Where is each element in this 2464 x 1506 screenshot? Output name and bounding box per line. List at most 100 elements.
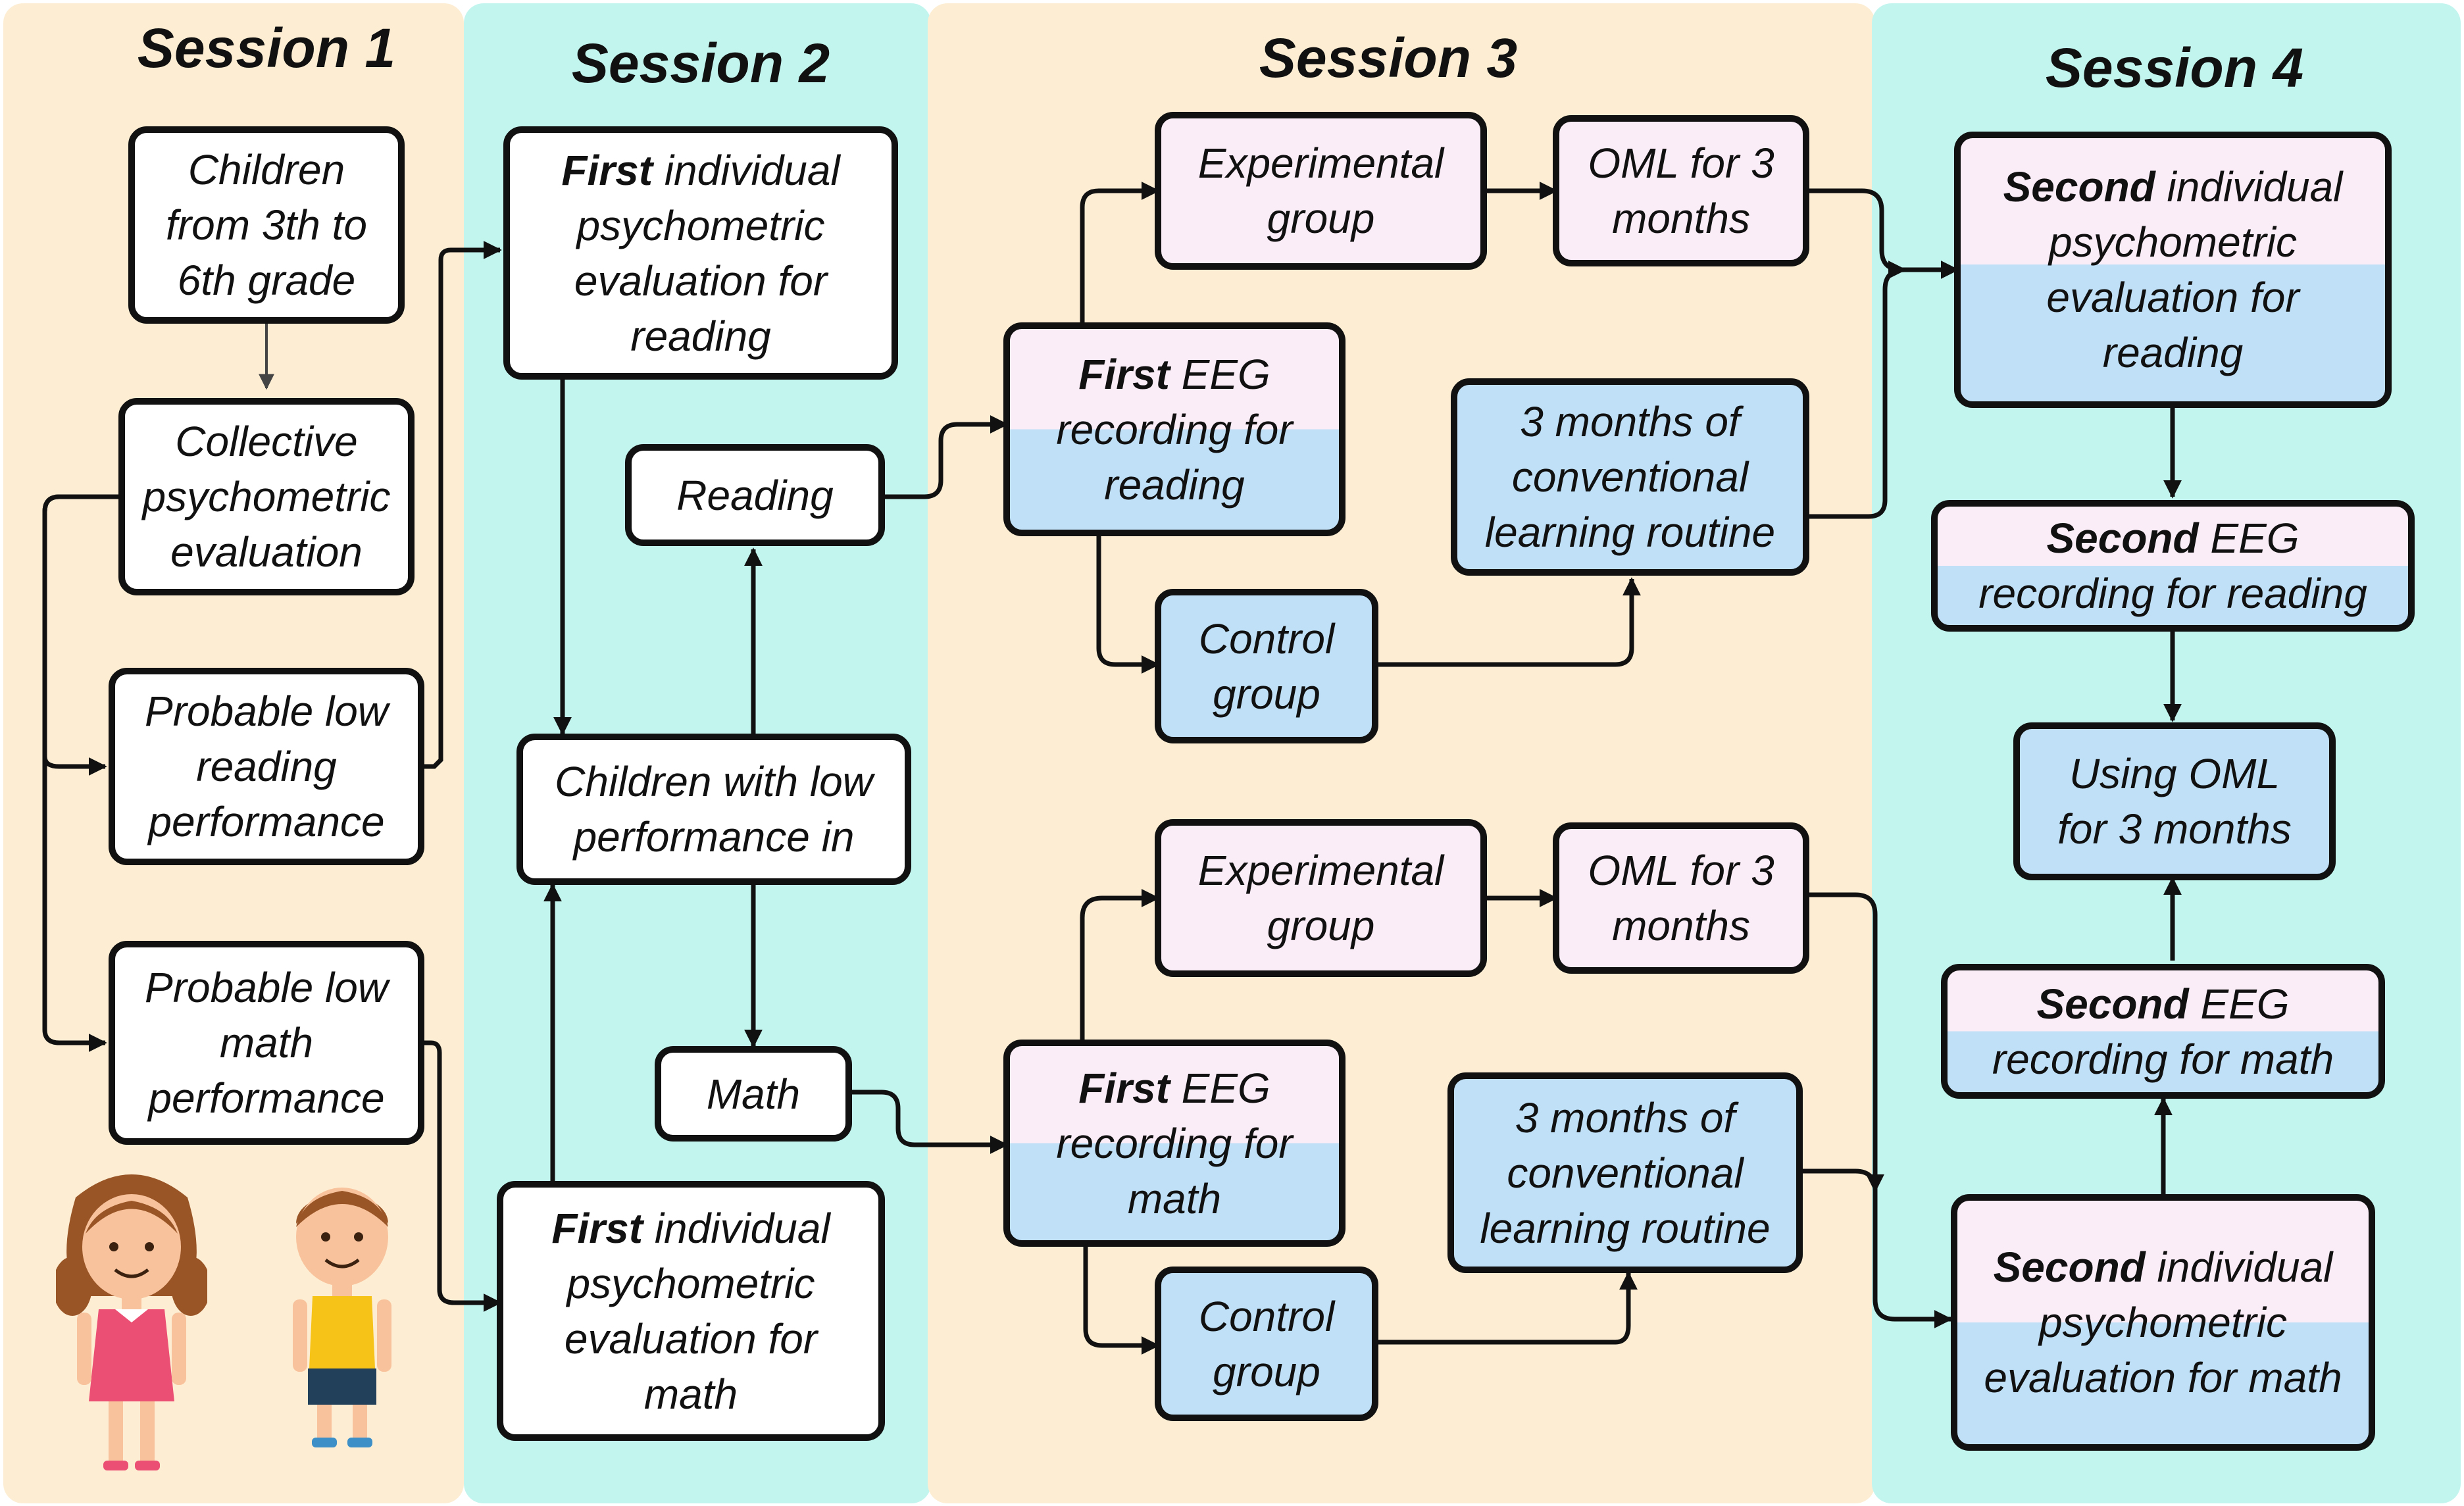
first-eeg-reading-box: First EEG recording for reading	[1003, 322, 1345, 536]
arrow-ctrl-conv-r	[1375, 577, 1641, 667]
eeg-r-bold: First	[1078, 350, 1170, 398]
low-reading-line-2: reading	[196, 743, 337, 790]
control-group-math-box: Control group	[1155, 1267, 1378, 1421]
reading-box: Reading	[625, 444, 885, 546]
second-eeg-m-line-2: recording for math	[1992, 1035, 2334, 1083]
first-eval-reading-box: First individual psychometric evaluation…	[503, 126, 898, 380]
arrow-reading-eeg	[885, 415, 1009, 499]
eeg-r-rest: EEG	[1169, 350, 1270, 398]
arrow-conv-m-second	[1799, 1168, 1884, 1193]
control-group-reading-box: Control group	[1155, 589, 1378, 743]
arrow-eeg-m-ctrl	[1083, 1243, 1160, 1355]
children-line-3: 6th grade	[177, 257, 356, 304]
experimental-group-reading-box: Experimental group	[1155, 112, 1487, 270]
collective-line-1: Collective	[175, 418, 358, 465]
arrow-eeg-r-ctrl	[1096, 533, 1160, 674]
using-oml-box: Using OML for 3 months	[2013, 722, 2336, 880]
conventional-routine-reading-box: 3 months of conventional learning routin…	[1451, 378, 1809, 576]
collective-line-3: evaluation	[170, 528, 363, 576]
arrow-lowreading-firsteval	[421, 241, 502, 769]
low-reading-box: Probable low reading performance	[109, 668, 424, 865]
experimental-group-math-box: Experimental group	[1155, 819, 1487, 977]
ctrl-m-line-2: group	[1213, 1347, 1320, 1395]
second-eval-reading-box: Second individual psychometric evaluatio…	[1954, 132, 2392, 408]
eeg-r-line-2: recording for	[1056, 405, 1293, 453]
eeg-m-rest: EEG	[1169, 1064, 1270, 1112]
conv-m-line-2: conventional	[1507, 1149, 1744, 1197]
second-eval-r-line-4: reading	[2102, 329, 2244, 376]
second-eval-m-line-1: Second individual	[1994, 1240, 2333, 1295]
low-math-line-2: math	[219, 1019, 314, 1067]
first-eval-reading-line-4: reading	[630, 312, 771, 360]
oml-m-line-2: months	[1612, 902, 1750, 949]
first-eval-math-line-2: psychometric	[566, 1259, 815, 1307]
second-eval-r-rest: individual	[2155, 163, 2343, 211]
first-eeg-math-box: First EEG recording for math	[1003, 1040, 1345, 1247]
math-label: Math	[706, 1070, 801, 1118]
children-line-2: from 3th to	[166, 201, 367, 249]
arrow-eeg-r-exp	[1080, 182, 1160, 326]
second-eeg-m-line-1: Second EEG	[2036, 976, 2289, 1032]
ctrl-r-line-1: Control	[1198, 615, 1335, 663]
eeg-r-line-1: First EEG	[1078, 347, 1270, 402]
eeg-m-line-3: math	[1127, 1174, 1222, 1222]
first-eval-math-rest: individual	[643, 1204, 830, 1252]
second-eval-m-line-2: psychometric	[2039, 1299, 2287, 1346]
second-eeg-r-rest: EEG	[2198, 515, 2300, 562]
second-eval-r-line-1: Second individual	[2003, 159, 2343, 214]
low-math-box: Probable low math performance	[109, 941, 424, 1145]
low-reading-line-1: Probable low	[145, 688, 388, 735]
second-eval-r-line-2: psychometric	[2049, 218, 2297, 266]
arrow-lowmath-firsteval	[421, 1040, 502, 1312]
conv-r-line-3: learning routine	[1484, 509, 1776, 556]
session-2-title: Session 2	[571, 32, 830, 94]
first-eval-math-bold: First	[551, 1204, 643, 1252]
second-eeg-math-box: Second EEG recording for math	[1941, 964, 2385, 1099]
session-4-title: Session 4	[2045, 37, 2304, 99]
oml-r-line-1: OML for 3	[1588, 139, 1774, 187]
arrow-collective-lowmath	[42, 494, 107, 1052]
oml-reading-box: OML for 3 months	[1553, 115, 1809, 266]
conv-r-line-1: 3 months of	[1520, 398, 1740, 445]
exp-m-line-1: Experimental	[1197, 847, 1444, 894]
first-eval-reading-rest: individual	[653, 146, 840, 194]
second-eval-r-line-3: evaluation for	[2046, 274, 2300, 321]
ctrl-r-line-2: group	[1213, 670, 1320, 718]
second-eval-r-bold: Second	[2003, 163, 2155, 211]
exp-r-line-1: Experimental	[1197, 139, 1444, 187]
first-eval-reading-bold: First	[561, 146, 653, 194]
conv-m-line-1: 3 months of	[1515, 1093, 1736, 1142]
second-eval-m-line-3: evaluation for math	[1984, 1354, 2342, 1401]
oml-r-line-2: months	[1612, 195, 1750, 242]
arrow-oml-m-second	[1806, 892, 1953, 1328]
low-reading-line-3: performance	[148, 798, 385, 845]
low-math-line-3: performance	[148, 1074, 385, 1122]
session-3-title: Session 3	[1259, 27, 1518, 89]
first-eval-reading-line-3: evaluation for	[574, 257, 828, 305]
eeg-m-line-2: recording for	[1056, 1119, 1293, 1167]
children-3-6-grade-box: Children from 3th to 6th grade	[128, 126, 405, 324]
eeg-r-line-3: reading	[1104, 461, 1245, 509]
ctrl-m-line-1: Control	[1198, 1292, 1335, 1340]
second-eeg-reading-box: Second EEG recording for reading	[1931, 500, 2415, 632]
conventional-routine-math-box: 3 months of conventional learning routin…	[1447, 1072, 1803, 1273]
second-eeg-r-line-1: Second EEG	[2046, 511, 2299, 566]
collective-line-2: psychometric	[142, 473, 391, 520]
second-eeg-m-rest: EEG	[2188, 980, 2290, 1028]
second-eeg-r-line-2: recording for reading	[1978, 570, 2367, 617]
session-1-title: Session 1	[137, 17, 396, 79]
girl-illustration	[56, 1174, 207, 1470]
first-eval-reading-line-1: First individual	[561, 143, 840, 198]
arrow-conv-r-second	[1806, 261, 1907, 519]
using-oml-line-1: Using OML	[2069, 750, 2280, 797]
arrow-ctrl-conv-m	[1375, 1271, 1638, 1345]
first-eval-math-box: First individual psychometric evaluation…	[497, 1181, 885, 1441]
using-oml-line-2: for 3 months	[2057, 805, 2292, 853]
exp-r-line-2: group	[1267, 195, 1375, 242]
boy-illustration	[293, 1188, 391, 1447]
second-eval-m-bold: Second	[1993, 1243, 2146, 1291]
children-line-1: Children	[188, 146, 345, 193]
arrow-eeg-m-exp	[1080, 889, 1160, 1043]
children-low-line-2: performance in	[573, 813, 855, 861]
eeg-m-line-1: First EEG	[1078, 1061, 1270, 1116]
